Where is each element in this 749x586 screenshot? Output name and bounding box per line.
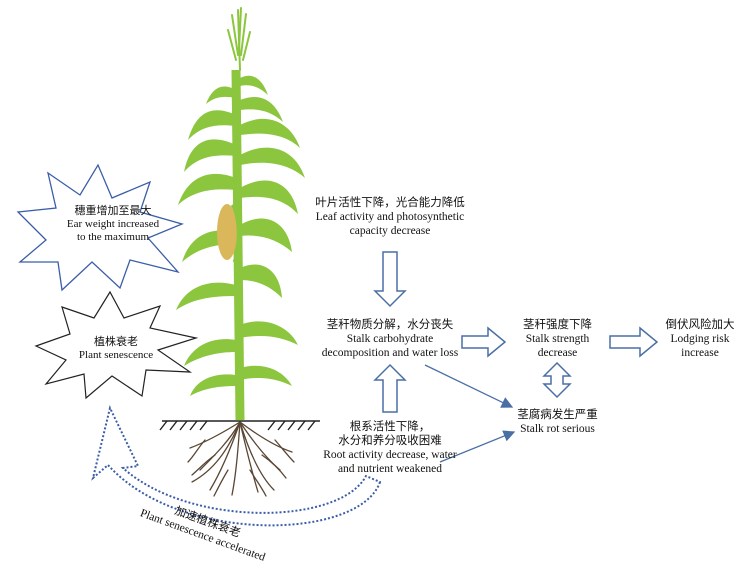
ear-weight-en2: to the maximum (76, 231, 150, 243)
lodging-risk-en1: Lodging risk (670, 333, 730, 345)
stalk-strength-en2: decrease (537, 347, 578, 359)
leaves-left (176, 86, 236, 396)
lodging-risk-cn: 倒伏风险加大 (665, 319, 735, 331)
label-stalk-decomposition: 茎秆物质分解，水分丧失 Stalk carbohydrate decomposi… (300, 318, 480, 360)
burst-plant-senescence (34, 290, 199, 400)
dotted-accelerate-arrow (91, 405, 382, 527)
label-lodging-risk: 倒伏风险加大 Lodging risk increase (655, 318, 745, 360)
plant-senescence-cn: 植株衰老 (94, 336, 138, 348)
thin-arrow-stalk-to-rot (424, 364, 514, 408)
stalk-strength-en1: Stalk strength (525, 333, 590, 345)
label-leaf-activity: 叶片活性下降，光合能力降低 Leaf activity and photosyn… (300, 196, 480, 238)
root-activity-cn1: 根系活性下降， (349, 421, 431, 433)
maize-plant (176, 7, 305, 421)
ear-weight-en1: Ear weight increased (66, 218, 160, 230)
leaf-activity-en2: capacity decrease (349, 225, 431, 237)
stalk-rot-cn: 茎腐病发生严重 (517, 409, 598, 421)
root-activity-en1: Root activity decrease, water (323, 449, 457, 461)
label-root-activity: 根系活性下降， 水分和养分吸收困难 Root activity decrease… (300, 420, 480, 476)
leaf-activity-en1: Leaf activity and photosynthetic (315, 211, 465, 223)
stalk-rot-en: Stalk rot serious (520, 423, 595, 435)
label-ear-weight: 穗重增加至最大 Ear weight increased to the maxi… (58, 205, 168, 244)
stalk-decomp-cn: 茎秆物质分解，水分丧失 (326, 319, 454, 331)
label-stalk-rot: 茎腐病发生严重 Stalk rot serious (500, 408, 615, 436)
leaf-activity-cn: 叶片活性下降，光合能力降低 (315, 197, 465, 209)
ear (217, 204, 237, 260)
burst-ear-weight (16, 163, 184, 292)
plant-senescence-en: Plant senescence (78, 349, 154, 361)
leaves-right (240, 75, 305, 386)
stalk-decomp-en1: Stalk carbohydrate (346, 333, 434, 345)
stalk-strength-cn: 茎秆强度下降 (523, 319, 592, 331)
ear-weight-cn: 穗重增加至最大 (74, 205, 152, 217)
lodging-risk-en2: increase (681, 347, 719, 359)
root-activity-en2: and nutrient weakened (337, 463, 443, 475)
ground-line (159, 420, 320, 431)
roots (187, 421, 295, 497)
thin-arrow-root-to-rot (439, 430, 516, 463)
tassel (227, 7, 251, 71)
label-plant-senescence: 植株衰老 Plant senescence (66, 336, 166, 362)
hollow-arrows (373, 251, 659, 413)
label-stalk-strength: 茎秆强度下降 Stalk strength decrease (505, 318, 610, 360)
stalk-decomp-en2: decomposition and water loss (321, 347, 459, 359)
root-activity-cn2: 水分和养分吸收困难 (338, 435, 442, 447)
